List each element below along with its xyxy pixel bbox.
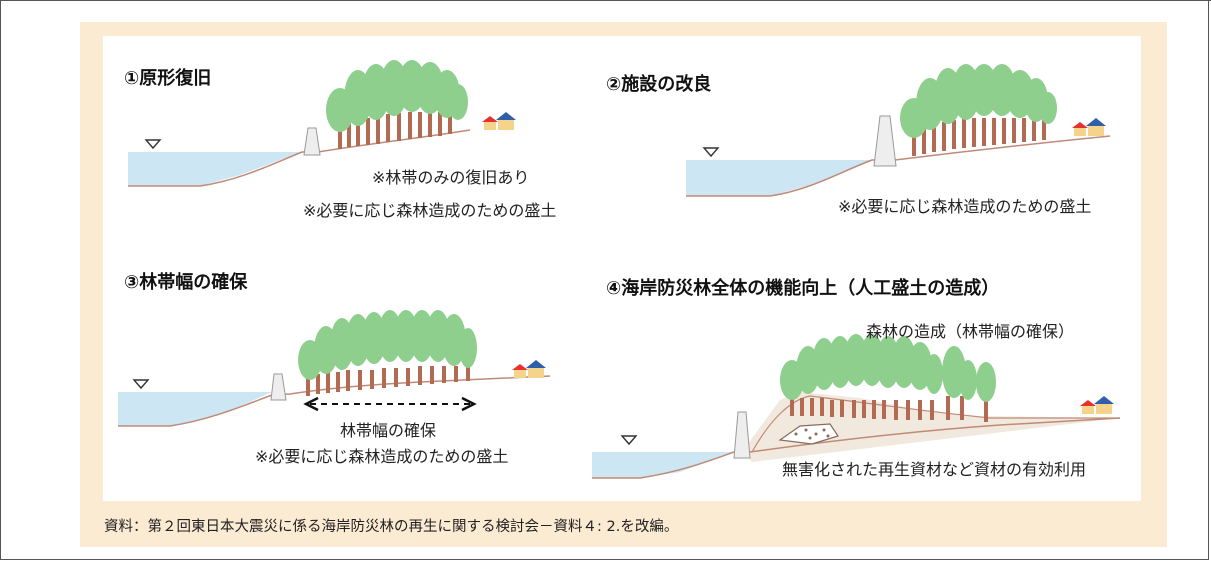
- panel1-note1: ※林帯のみの復旧あり: [372, 168, 530, 187]
- source-note: 資料：第２回東日本大震災に係る海岸防災林の再生に関する検討会－資料４: 2.を改…: [104, 519, 679, 535]
- panel1-note2: ※必要に応じ森林造成のための盛土: [303, 201, 557, 220]
- panel4-title: ④海岸防災林全体の機能向上（人工盛土の造成）: [606, 278, 1000, 299]
- panel4-forest-label: 森林の造成（林帯幅の確保）: [866, 322, 1075, 341]
- panel1-title: ①原形復旧: [124, 68, 212, 89]
- scene-improvement: [686, 64, 1111, 197]
- panel3-title: ③林帯幅の確保: [124, 272, 248, 293]
- scene-width: [118, 310, 551, 427]
- panel2-title: ②施設の改良: [606, 74, 712, 95]
- top-border: [0, 0, 1211, 1]
- panel3-note1: ※必要に応じ森林造成のための盛土: [255, 447, 509, 466]
- artificial-mound: [742, 392, 1120, 462]
- panel3-width-label: 林帯幅の確保: [340, 421, 437, 440]
- panel4-fill-label: 無害化された再生資材など資材の有効利用: [782, 460, 1087, 479]
- scene-restoration: [128, 60, 516, 187]
- panel2-note1: ※必要に応じ森林造成のための盛土: [838, 197, 1092, 216]
- trunks: [338, 112, 452, 149]
- tree-crowns: [326, 60, 468, 132]
- scene-overall: [592, 334, 1121, 479]
